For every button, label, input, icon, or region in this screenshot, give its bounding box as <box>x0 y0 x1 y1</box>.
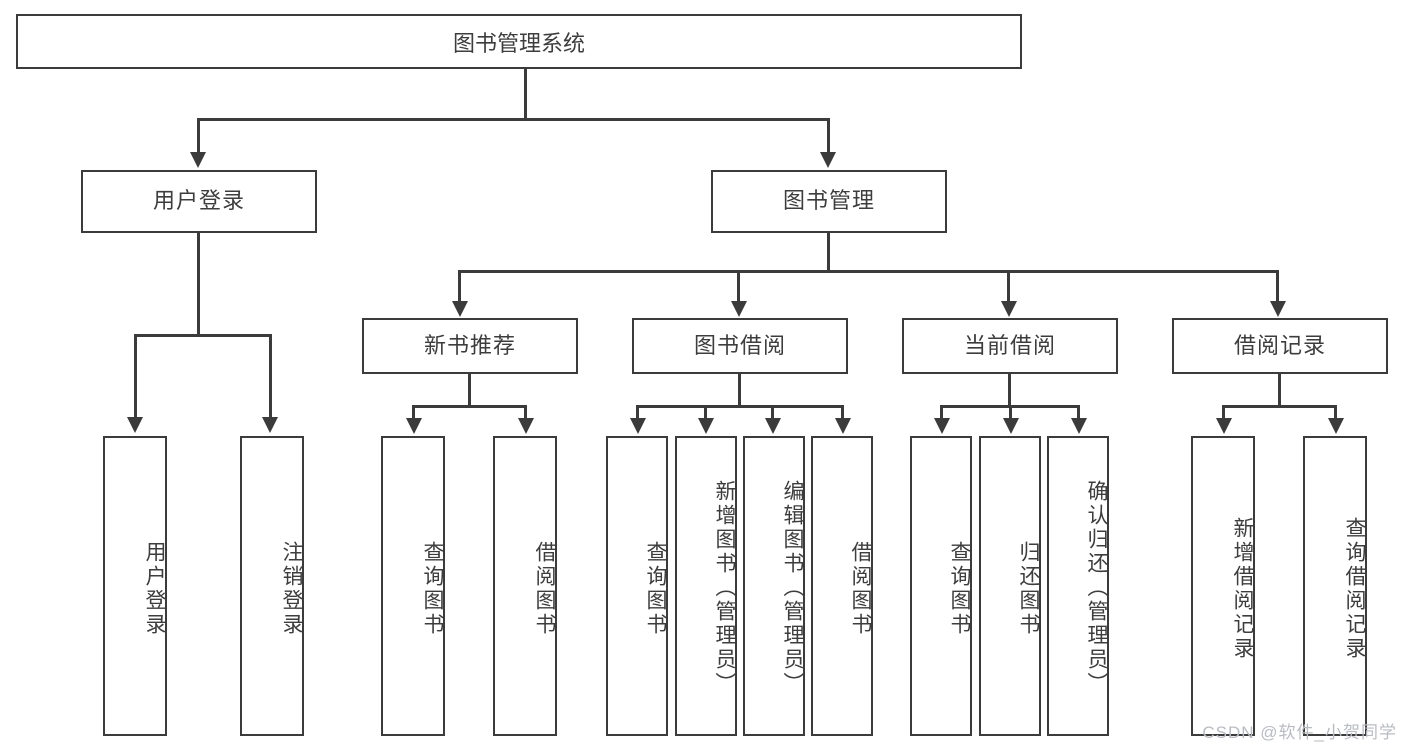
connector-book-borrow-to-leaf-2 <box>704 405 707 419</box>
arrow-book-borrow-to-leaf-3 <box>765 418 781 434</box>
arrow-book-mgmt-to-current <box>1001 301 1017 317</box>
node-label: 归还图书 <box>1017 541 1040 637</box>
node-label: 当前借阅 <box>963 332 1056 358</box>
node-label: 借阅记录 <box>1233 332 1326 358</box>
connector-current-borrow-stem <box>1008 374 1011 408</box>
node-current-borrow[interactable]: 当前借阅 <box>902 318 1118 374</box>
connector-user-login-stem <box>197 233 200 336</box>
leaf-user-login-signout[interactable]: 注销登录 <box>240 436 304 736</box>
node-book-borrow[interactable]: 图书借阅 <box>632 318 848 374</box>
connector-user-login-to-leaf-2 <box>269 334 272 418</box>
connector-current-borrow-to-leaf-1 <box>940 405 943 419</box>
arrow-book-borrow-to-leaf-2 <box>698 418 714 434</box>
node-label: 用户登录 <box>152 188 245 214</box>
connector-new-book-stem <box>468 374 471 408</box>
leaf-user-login-signin[interactable]: 用户登录 <box>103 436 167 736</box>
arrow-book-mgmt-to-new-book <box>452 301 468 317</box>
node-label: 查询图书 <box>644 541 667 637</box>
node-label: 图书管理系统 <box>452 30 585 56</box>
connector-new-book-bar <box>412 405 527 408</box>
node-user-login[interactable]: 用户登录 <box>81 170 317 233</box>
connector-book-mgmt-to-borrow <box>737 270 740 302</box>
arrow-book-borrow-to-leaf-4 <box>835 418 851 434</box>
leaf-book-borrow-add-admin[interactable]: 新增图书（管理员） <box>675 436 737 736</box>
arrow-new-book-to-leaf-2 <box>518 418 534 434</box>
connector-root-to-book-mgmt <box>827 118 830 154</box>
arrow-user-login-to-leaf-1 <box>127 417 143 433</box>
connector-book-borrow-stem <box>738 374 741 408</box>
leaf-new-book-borrow[interactable]: 借阅图书 <box>493 436 557 736</box>
arrow-borrow-records-to-leaf-2 <box>1328 418 1344 434</box>
node-borrow-records[interactable]: 借阅记录 <box>1172 318 1388 374</box>
node-label: 新增图书（管理员） <box>713 480 736 696</box>
arrow-book-mgmt-to-borrow <box>731 301 747 317</box>
leaf-book-borrow-borrow[interactable]: 借阅图书 <box>811 436 873 736</box>
connector-new-book-to-leaf-1 <box>412 405 415 419</box>
connector-borrow-records-bar <box>1222 405 1337 408</box>
leaf-new-book-query[interactable]: 查询图书 <box>381 436 445 736</box>
connector-new-book-to-leaf-2 <box>524 405 527 419</box>
node-label: 新书推荐 <box>423 332 516 358</box>
connector-root-to-user-login <box>197 118 200 154</box>
leaf-current-borrow-return[interactable]: 归还图书 <box>979 436 1041 736</box>
watermark-csdn: CSDN @软件_小贺同学 <box>1202 723 1397 742</box>
node-label: 注销登录 <box>280 541 303 637</box>
arrow-current-borrow-to-leaf-2 <box>1003 418 1019 434</box>
node-label: 编辑图书（管理员） <box>781 480 804 696</box>
connector-book-mgmt-to-records <box>1276 270 1279 302</box>
connector-borrow-records-stem <box>1278 374 1281 408</box>
arrow-new-book-to-leaf-1 <box>406 418 422 434</box>
leaf-book-borrow-edit-admin[interactable]: 编辑图书（管理员） <box>743 436 805 736</box>
node-label: 借阅图书 <box>849 541 872 637</box>
connector-book-mgmt-to-current <box>1007 270 1010 302</box>
arrow-root-to-user-login <box>190 152 206 168</box>
node-root-system[interactable]: 图书管理系统 <box>16 14 1022 69</box>
connector-book-borrow-to-leaf-1 <box>636 405 639 419</box>
leaf-records-add[interactable]: 新增借阅记录 <box>1191 436 1255 736</box>
node-label: 查询图书 <box>421 541 444 637</box>
connector-current-borrow-to-leaf-2 <box>1009 405 1012 419</box>
arrow-user-login-to-leaf-2 <box>262 417 278 433</box>
arrow-borrow-records-to-leaf-1 <box>1216 418 1232 434</box>
connector-user-login-bar <box>134 334 272 337</box>
leaf-current-borrow-query[interactable]: 查询图书 <box>910 436 972 736</box>
connector-borrow-records-to-leaf-1 <box>1222 405 1225 419</box>
node-label: 查询借阅记录 <box>1343 517 1366 661</box>
arrow-current-borrow-to-leaf-1 <box>934 418 950 434</box>
node-label: 新增借阅记录 <box>1231 517 1254 661</box>
connector-book-mgmt-stem <box>827 233 830 272</box>
node-label: 确认归还（管理员） <box>1085 480 1108 696</box>
connector-root-stem <box>524 69 527 118</box>
node-label: 用户登录 <box>143 541 166 637</box>
node-label: 查询图书 <box>948 541 971 637</box>
connector-root-bar <box>197 118 830 121</box>
connector-current-borrow-to-leaf-3 <box>1077 405 1080 419</box>
leaf-records-query[interactable]: 查询借阅记录 <box>1303 436 1367 736</box>
leaf-current-borrow-confirm-admin[interactable]: 确认归还（管理员） <box>1047 436 1109 736</box>
arrow-root-to-book-mgmt <box>820 152 836 168</box>
arrow-book-mgmt-to-records <box>1270 301 1286 317</box>
arrow-book-borrow-to-leaf-1 <box>630 418 646 434</box>
connector-book-borrow-to-leaf-3 <box>771 405 774 419</box>
connector-user-login-to-leaf-1 <box>134 334 137 418</box>
node-book-management[interactable]: 图书管理 <box>711 170 947 233</box>
node-label: 借阅图书 <box>533 541 556 637</box>
connector-book-borrow-to-leaf-4 <box>841 405 844 419</box>
arrow-current-borrow-to-leaf-3 <box>1071 418 1087 434</box>
connector-book-mgmt-to-new-book <box>458 270 461 302</box>
node-label: 图书管理 <box>782 188 875 214</box>
leaf-book-borrow-query[interactable]: 查询图书 <box>606 436 668 736</box>
node-label: 图书借阅 <box>693 332 786 358</box>
connector-book-borrow-bar <box>636 405 844 408</box>
connector-book-mgmt-bar <box>458 270 1279 273</box>
connector-borrow-records-to-leaf-2 <box>1334 405 1337 419</box>
node-new-book-recommend[interactable]: 新书推荐 <box>362 318 578 374</box>
